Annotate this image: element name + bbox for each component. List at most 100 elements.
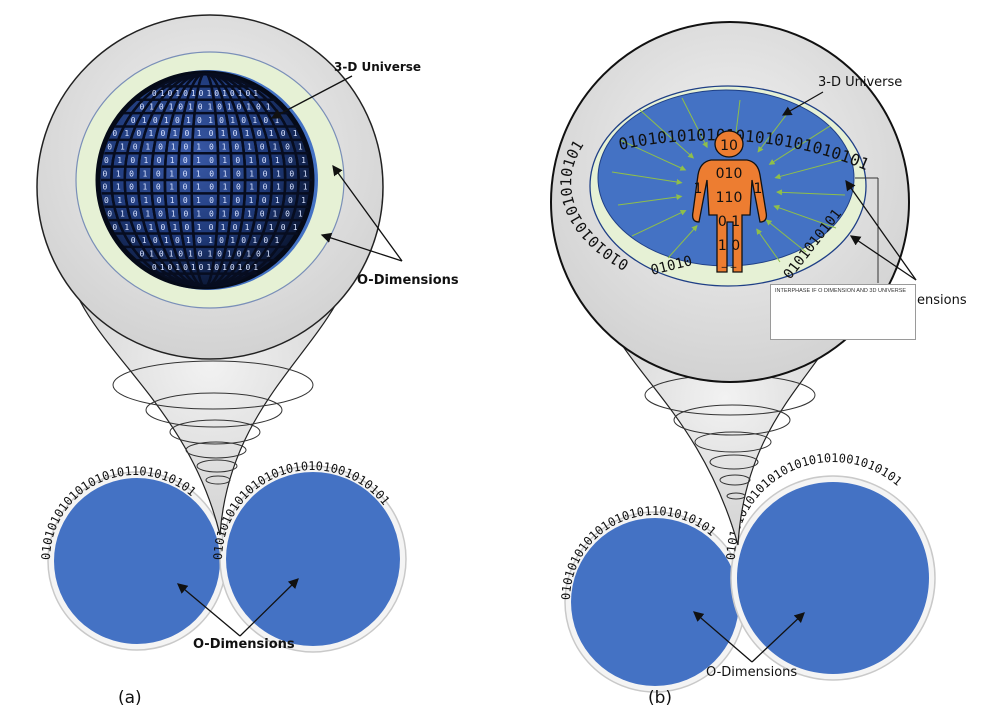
arrow-o-dim-a-1	[332, 164, 403, 262]
sphere-digit: 1	[148, 223, 153, 232]
sphere-digit: 0	[260, 209, 265, 218]
sphere-digit: 0	[183, 196, 188, 205]
sphere-digit: 0	[241, 116, 246, 125]
sphere-digit: 0	[139, 250, 144, 259]
label-3d-universe-a: 3-D Universe	[334, 60, 421, 74]
sphere-digit: 0	[104, 156, 109, 165]
sphere-digit: 0	[262, 196, 267, 205]
label-o-dimensions-b-partial: ensions	[917, 293, 967, 308]
sphere-digit: 1	[274, 236, 279, 245]
sphere-digit: 1	[266, 250, 271, 259]
sphere-digit: 0	[152, 263, 157, 272]
arrow-o-dim-a-3	[177, 583, 241, 637]
interphase-arrow	[667, 224, 698, 259]
sphere-digit: 0	[235, 196, 240, 205]
sphere-digit: 1	[175, 89, 180, 98]
sphere-digit: 1	[191, 89, 196, 98]
interphase-arrow	[611, 171, 683, 185]
sphere-digit: 1	[169, 102, 174, 111]
sphere-longitude-line	[150, 73, 260, 287]
sphere-digit: 1	[272, 209, 277, 218]
sphere-digit: 1	[249, 183, 254, 192]
o-dimension-disc-left-b: 010101010101010101101010101	[559, 504, 746, 693]
sphere-digit: 0	[289, 169, 294, 178]
sphere-digit: 0	[235, 156, 240, 165]
sphere-digit: 1	[276, 183, 281, 192]
sphere-digit: 1	[164, 236, 169, 245]
sphere-digit: 1	[238, 263, 243, 272]
sphere-digit: 0	[112, 223, 117, 232]
sphere-digit: 0	[133, 143, 138, 152]
sphere-digit: 1	[160, 263, 165, 272]
sphere-longitude-line	[163, 73, 247, 287]
sphere-digit: 0	[157, 156, 162, 165]
sphere-digit: 1	[245, 223, 250, 232]
interphase-arrow	[765, 219, 807, 253]
sphere-digit: 1	[252, 116, 257, 125]
sphere-digit: 0	[209, 209, 214, 218]
interphase-arrows	[611, 97, 846, 263]
sphere-digit: 0	[237, 102, 242, 111]
sphere-digit: 1	[208, 236, 213, 245]
sphere-digit: 0	[209, 143, 214, 152]
sphere-digit: 1	[196, 196, 201, 205]
sphere-digit: 1	[227, 250, 232, 259]
sphere-digit: 0	[175, 236, 180, 245]
figure-digits-feet: _ _	[721, 255, 737, 268]
interphase-arrow	[757, 109, 791, 153]
sphere-digit: 0	[156, 183, 161, 192]
sphere-digit: 1	[164, 116, 169, 125]
sphere-digit: 1	[191, 263, 196, 272]
sphere-longitude-line	[190, 73, 220, 287]
sphere-digit: 1	[249, 156, 254, 165]
sphere-digit: 1	[143, 156, 148, 165]
sphere-digit: 1	[246, 102, 251, 111]
sphere-digit: 1	[145, 143, 150, 152]
sphere-digit: 0	[153, 236, 158, 245]
sphere-digit: 0	[107, 209, 112, 218]
sphere-digit: 1	[269, 129, 274, 138]
arrow-universe-a	[270, 75, 353, 119]
interphase-arrow	[768, 125, 831, 165]
sphere-longitude-line	[110, 73, 300, 287]
sphere-digit: 1	[222, 263, 227, 272]
sphere-digit: 0	[158, 209, 163, 218]
arrow-o-dim-b-1	[845, 179, 917, 281]
figure-digits-chest: 010	[716, 166, 743, 182]
sphere-digit: 0	[245, 263, 250, 272]
sphere-digit: 0	[288, 156, 293, 165]
sphere-digit: 0	[233, 129, 238, 138]
sphere-digit: 0	[167, 263, 172, 272]
sphere-digit: 1	[269, 223, 274, 232]
sphere-digit: 1	[145, 209, 150, 218]
sphere-digit: 0	[199, 89, 204, 98]
sphere-digit: 0	[131, 116, 136, 125]
o-dimension-disc-left: 010101010101010101101010101	[39, 464, 227, 651]
sphere-digit: 1	[223, 169, 228, 178]
interphase-arrow	[639, 109, 695, 159]
sphere-digit: 0	[160, 223, 165, 232]
sphere-digit: 0	[136, 223, 141, 232]
sphere-digit: 0	[233, 223, 238, 232]
sphere-digit: 0	[257, 223, 262, 232]
sphere-digit: 1	[230, 236, 235, 245]
sphere-digit: 1	[207, 102, 212, 111]
sphere-digit: 1	[120, 209, 125, 218]
arrow-o-dim-a-4	[239, 578, 299, 637]
sphere-digit: 1	[143, 183, 148, 192]
arrow-universe-b	[781, 91, 824, 116]
sphere-digit: 1	[196, 143, 201, 152]
sphere-digit: 0	[219, 116, 224, 125]
sphere-digit: 0	[209, 169, 214, 178]
sphere-digit: 1	[221, 129, 226, 138]
sphere-digit: 0	[157, 196, 162, 205]
sphere-digit: 1	[197, 129, 202, 138]
sphere-digit: 1	[143, 196, 148, 205]
sphere-digit: 1	[303, 183, 308, 192]
sphere-digit: 1	[196, 156, 201, 165]
sphere-digit: 1	[222, 209, 227, 218]
sphere-digit: 1	[252, 236, 257, 245]
sphere-digit: 1	[293, 129, 298, 138]
sphere-digit: 0	[107, 143, 112, 152]
